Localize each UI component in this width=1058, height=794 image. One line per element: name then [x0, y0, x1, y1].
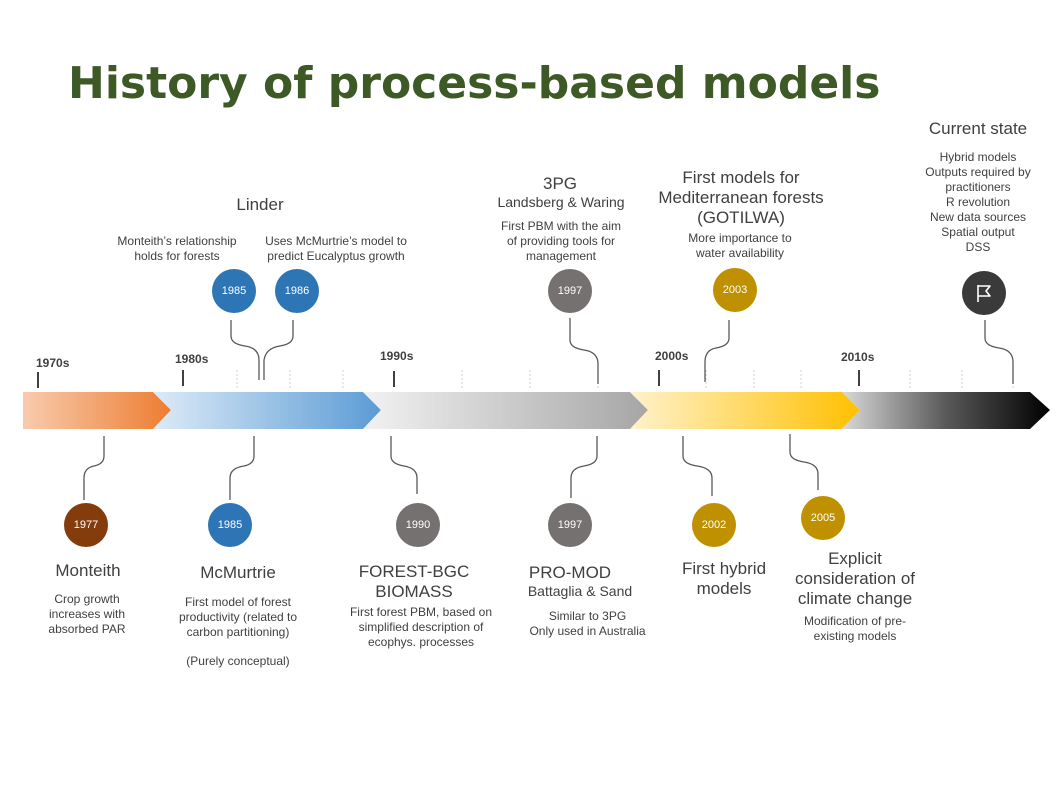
segment-2000s — [630, 392, 860, 429]
segment-1980s — [153, 392, 381, 429]
decade-label-1970s: 1970s — [36, 356, 70, 370]
decade-label-1980s: 1980s — [175, 352, 209, 366]
segment-1970s — [23, 392, 171, 429]
decade-label-1990s: 1990s — [380, 349, 414, 363]
year-badge-1977: 1977 — [64, 503, 108, 547]
3pg-name: 3PG — [542, 174, 578, 193]
pro-mod-name: PRO-MOD — [528, 563, 612, 582]
decade-label-2000s: 2000s — [655, 349, 689, 363]
year-badge-2005: 2005 — [801, 496, 845, 540]
3pg-authors: Landsberg & Waring — [497, 194, 625, 210]
segment-2010s — [842, 392, 1050, 429]
decade-label-2010s: 2010s — [841, 350, 875, 364]
climate-change-desc: Modification of pre-existing models — [803, 614, 907, 643]
flag-icon — [962, 271, 1006, 315]
segment-1990s — [363, 392, 648, 429]
year-badge-1985-top: 1985 — [212, 269, 256, 313]
year-badge-1985-bottom: 1985 — [208, 503, 252, 547]
linder-heading: Linder — [236, 195, 284, 214]
year-badge-2002: 2002 — [692, 503, 736, 547]
monteith-name: Monteith — [55, 561, 121, 580]
mcmurtrie-note: (Purely conceptual) — [186, 654, 290, 668]
year-badge-2003: 2003 — [713, 268, 757, 312]
year-badge-1986: 1986 — [275, 269, 319, 313]
current-state-heading: Current state — [928, 119, 1028, 138]
mcmurtrie-name: McMurtrie — [200, 563, 276, 582]
pro-mod-authors: Battaglia & Sand — [527, 583, 633, 599]
page-title: History of process-based models — [68, 58, 881, 109]
year-badge-1997-top: 1997 — [548, 269, 592, 313]
year-badge-1990: 1990 — [396, 503, 440, 547]
year-badge-1997-bottom: 1997 — [548, 503, 592, 547]
